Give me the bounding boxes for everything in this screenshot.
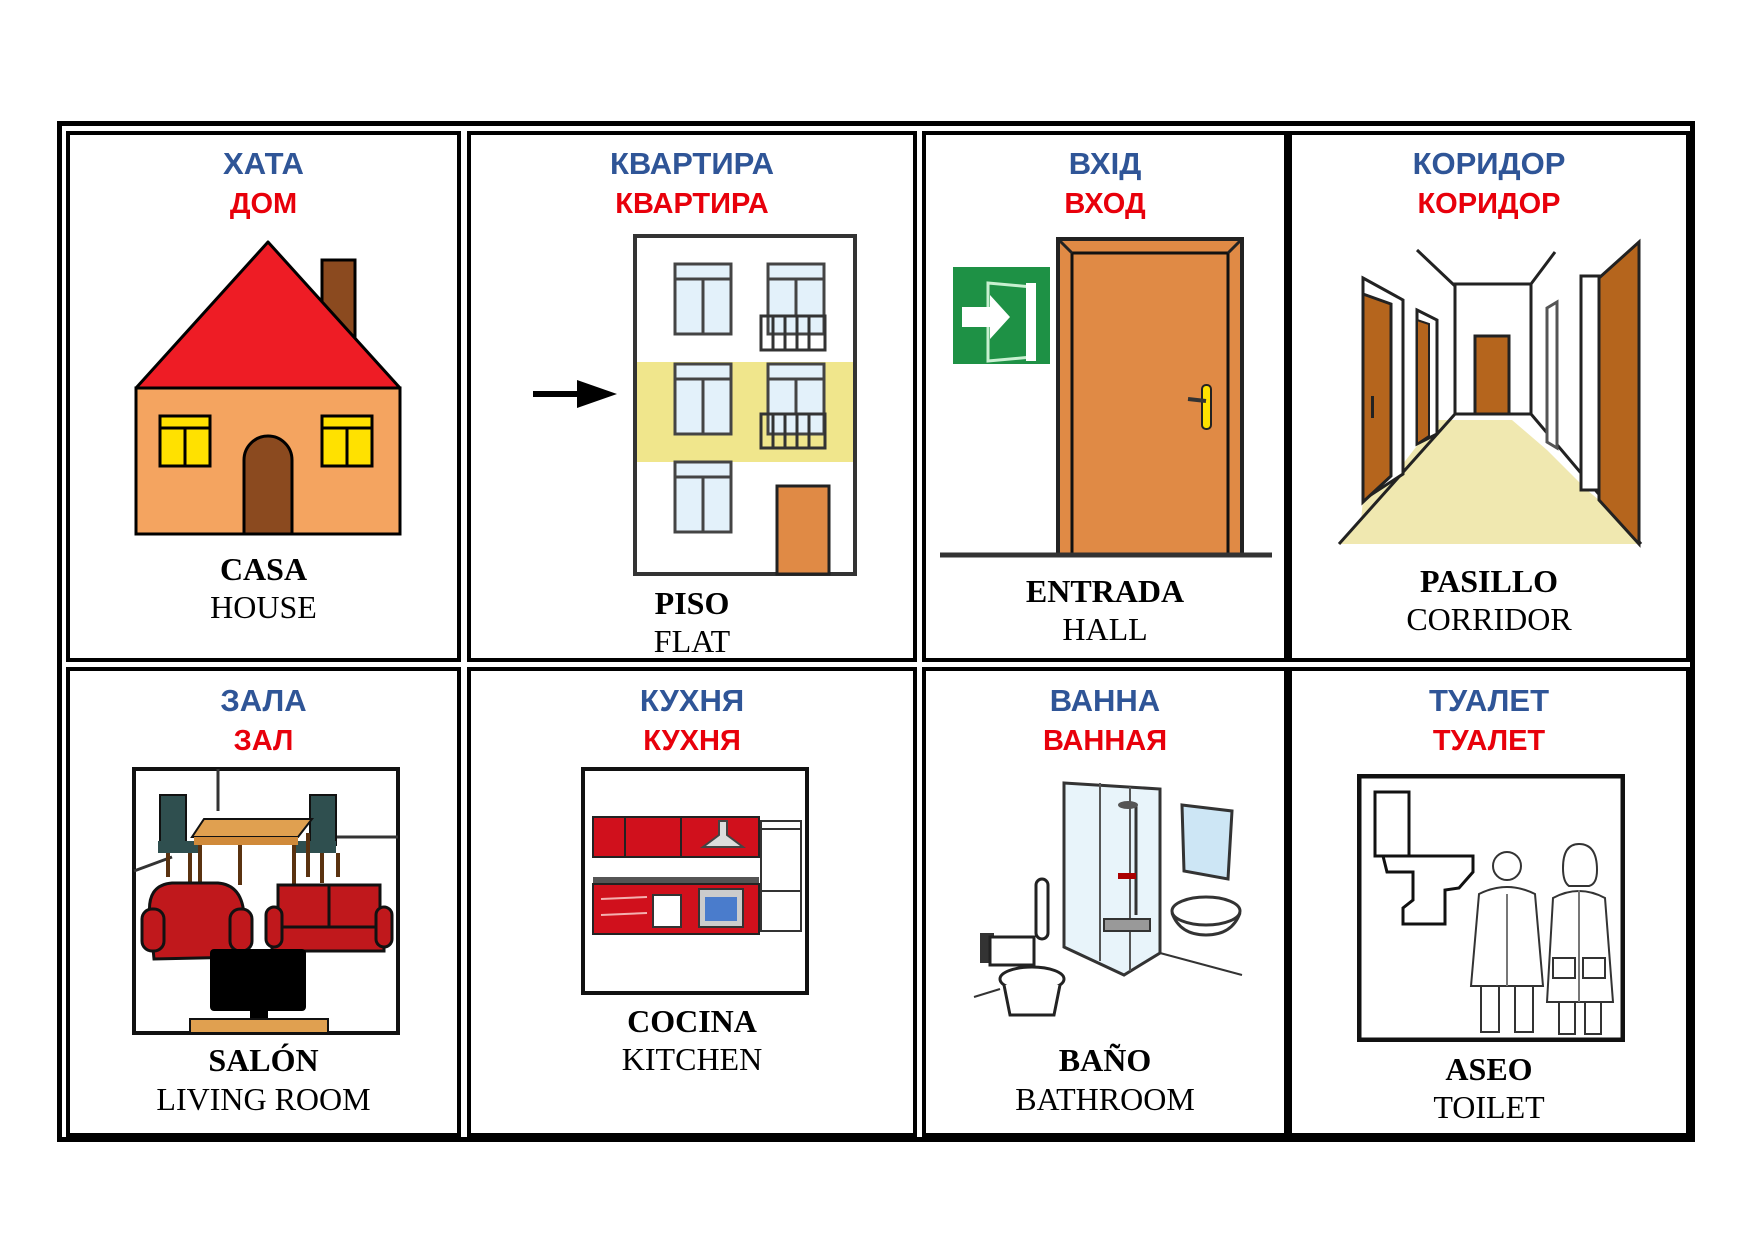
ukrainian-word: ВХІД: [1068, 146, 1142, 181]
russian-word: КВАРТИРА: [615, 188, 769, 220]
english-word: KITCHEN: [621, 1041, 763, 1077]
entrance-door-icon: [940, 237, 1272, 558]
russian-word: ВХОД: [1064, 188, 1146, 220]
spanish-word: COCINA: [627, 1003, 757, 1039]
spanish-word: PISO: [654, 585, 730, 621]
ukrainian-word: ТУАЛЕТ: [1428, 683, 1550, 718]
kitchen-icon: [581, 767, 809, 995]
card-toilet: ТУАЛЕТ ТУАЛЕТ ASEO TOILET: [1288, 667, 1690, 1137]
spanish-word: BAÑO: [1058, 1042, 1152, 1078]
card-flat: КВАРТИРА КВАРТИРА PISO FLAT: [467, 131, 917, 662]
card-corridor: КОРИДОР КОРИДОР PASILLO CORRIDOR: [1288, 131, 1690, 662]
toilet-icon: [1357, 774, 1625, 1042]
spanish-word: ENTRADA: [1025, 573, 1185, 609]
flashcard-grid-frame: [57, 121, 1695, 1142]
card-kitchen: КУХНЯ КУХНЯ COCINA KITCHEN: [467, 667, 917, 1137]
russian-word: ДОМ: [229, 188, 298, 220]
english-word: CORRIDOR: [1406, 601, 1572, 637]
card-living-room: ЗАЛА ЗАЛ SALÓN LIVING ROOM: [66, 667, 461, 1137]
spanish-word: PASILLO: [1419, 563, 1559, 599]
ukrainian-word: ЗАЛА: [220, 683, 307, 718]
apartment-building-icon: [533, 234, 857, 576]
english-word: LIVING ROOM: [156, 1081, 371, 1117]
living-room-icon: [132, 767, 400, 1035]
english-word: TOILET: [1433, 1089, 1545, 1125]
spanish-word: ASEO: [1445, 1051, 1533, 1087]
english-word: FLAT: [653, 623, 731, 659]
bathroom-icon: [973, 781, 1243, 1017]
russian-word: КУХНЯ: [643, 725, 741, 757]
card-bathroom: ВАННА ВАННАЯ BAÑO BATHROOM: [922, 667, 1288, 1137]
ukrainian-word: ХАТА: [223, 146, 304, 181]
russian-word: КОРИДОР: [1417, 188, 1561, 220]
corridor-icon: [1337, 238, 1643, 548]
house-icon: [134, 240, 402, 536]
english-word: HALL: [1062, 611, 1148, 647]
ukrainian-word: КОРИДОР: [1412, 146, 1566, 181]
english-word: BATHROOM: [1015, 1081, 1195, 1117]
russian-word: ЗАЛ: [233, 725, 294, 757]
ukrainian-word: КУХНЯ: [639, 683, 745, 718]
ukrainian-word: ВАННА: [1049, 683, 1161, 718]
spanish-word: SALÓN: [208, 1042, 319, 1078]
english-word: HOUSE: [210, 589, 317, 625]
card-house: ХАТА ДОМ CASA HOUSE: [66, 131, 461, 662]
russian-word: ТУАЛЕТ: [1432, 725, 1546, 757]
russian-word: ВАННАЯ: [1042, 725, 1168, 757]
ukrainian-word: КВАРТИРА: [610, 146, 774, 181]
spanish-word: CASA: [219, 551, 308, 587]
card-entrance: ВХІД ВХОД ENTRADA HALL: [922, 131, 1288, 662]
